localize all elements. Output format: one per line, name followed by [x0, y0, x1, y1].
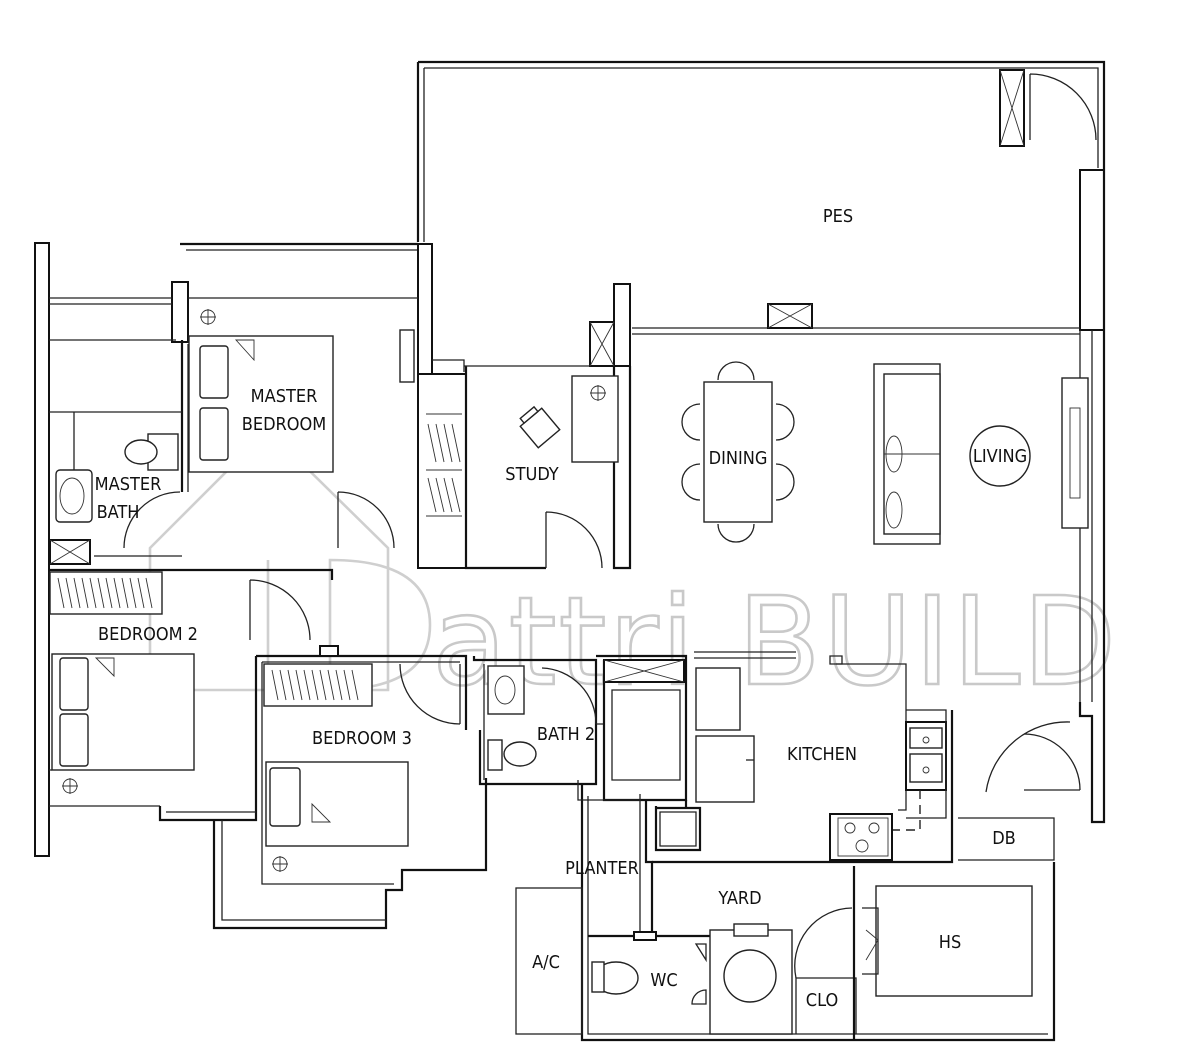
label-master-bedroom-2: BEDROOM [242, 414, 327, 435]
bedroom-2: BEDROOM 2 [49, 568, 334, 822]
pes-area [416, 60, 1106, 242]
bedroom-3: BEDROOM 3 [212, 645, 488, 930]
label-bedroom-2: BEDROOM 2 [98, 624, 198, 645]
bath-2: BATH 2 [472, 656, 605, 786]
label-kitchen: KITCHEN [787, 744, 857, 765]
label-pes: PES [823, 206, 853, 227]
master-bedroom: MASTER BEDROOM [180, 297, 418, 549]
label-ac: A/C [532, 952, 560, 973]
label-yard: YARD [717, 888, 761, 909]
label-hs: HS [939, 932, 961, 953]
master-bath: MASTER BATH [49, 411, 182, 565]
living: LIVING [873, 363, 1089, 793]
label-planter: PLANTER [565, 858, 639, 879]
label-master-bath-1: MASTER [95, 474, 162, 495]
label-study: STUDY [505, 464, 559, 485]
label-living: LIVING [973, 446, 1027, 467]
label-master-bedroom-1: MASTER [251, 386, 318, 407]
watermark: attri BUILD [148, 428, 1118, 714]
label-bath-2: BATH 2 [537, 724, 595, 745]
label-bedroom-3: BEDROOM 3 [312, 728, 412, 749]
label-wc: WC [650, 970, 677, 991]
service-area: PLANTER YARD A/C WC HS CLO [515, 780, 1056, 1042]
kitchen: KITCHEN DB [596, 651, 1055, 864]
label-clo: CLO [806, 990, 838, 1011]
label-master-bath-2: BATH [97, 502, 140, 523]
dining: DINING [681, 361, 795, 543]
watermark-text: attri BUILD [432, 571, 1118, 713]
study: STUDY [417, 359, 632, 570]
label-dining: DINING [709, 448, 768, 469]
label-db: DB [992, 828, 1016, 849]
